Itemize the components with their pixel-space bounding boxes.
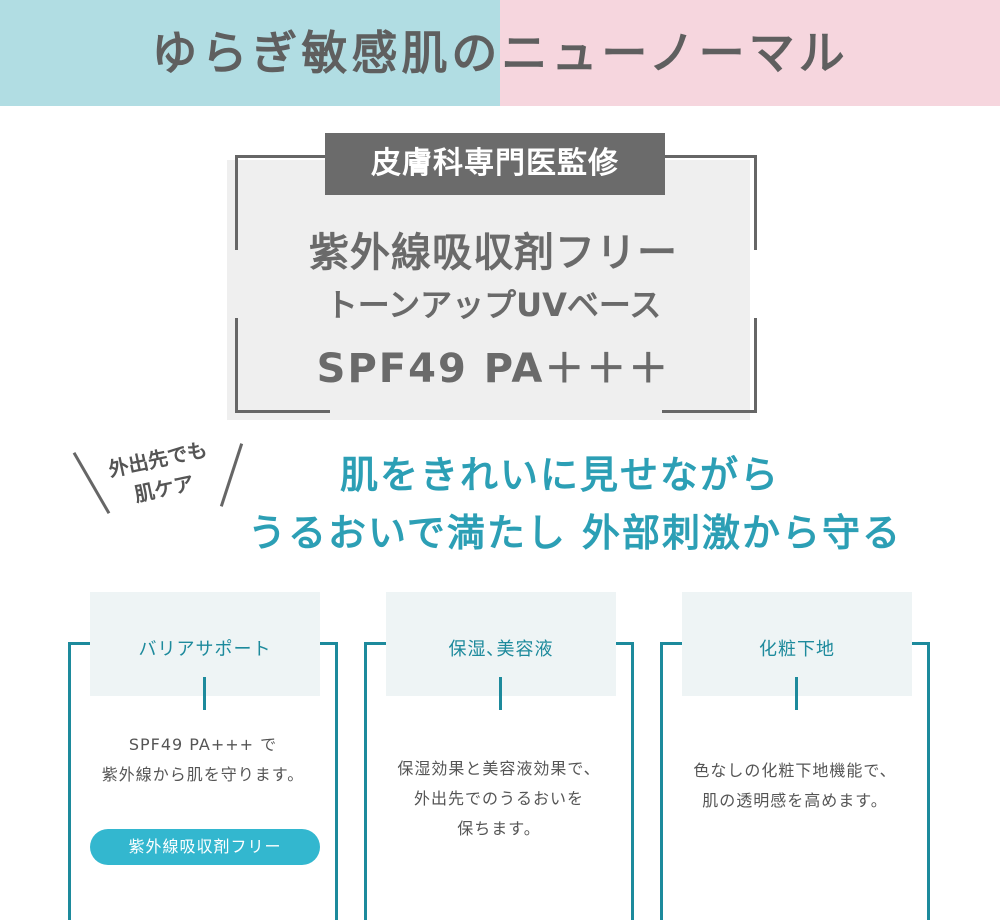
spec-uv-absorber-free: 紫外線吸収剤フリー — [309, 230, 678, 276]
feature-card-makeup-base: 化粧下地 色なしの化粧下地機能で、 肌の透明感を高めます。 — [660, 592, 930, 920]
spec-frame-corner-tl — [235, 155, 330, 250]
card-connector-line — [203, 677, 206, 710]
card-description: SPF49 PA+++ で 紫外線から肌を守ります。 — [78, 730, 328, 790]
card-connector-line — [499, 677, 502, 710]
card-desc-line3: 保ちます。 — [457, 819, 541, 838]
spec-frame-corner-bl — [235, 318, 330, 413]
card-desc-line2: 紫外線から肌を守ります。 — [101, 765, 305, 784]
feature-card-moisture: 保湿､美容液 保湿効果と美容液効果で、 外出先でのうるおいを 保ちます。 — [364, 592, 634, 920]
card-desc-line1: 色なしの化粧下地機能で、 — [693, 761, 897, 780]
header-title: ゆらぎ敏感肌のニューノーマル — [151, 26, 849, 80]
spec-frame-corner-br — [662, 318, 757, 413]
card-desc-line2: 外出先でのうるおいを — [413, 789, 584, 808]
card-desc-line1: 保湿効果と美容液効果で、 — [397, 759, 601, 778]
supervision-badge: 皮膚科専門医監修 — [325, 133, 665, 195]
card-label: 化粧下地 — [759, 639, 835, 660]
card-description: 色なしの化粧下地機能で、 肌の透明感を高めます。 — [670, 756, 920, 816]
spec-product-type: トーンアップUVベース — [325, 286, 662, 324]
headline: 肌をきれいに見せながら うるおいで満たし 外部刺激から守る — [150, 446, 1000, 562]
header-banner: ゆらぎ敏感肌のニューノーマル — [0, 0, 1000, 106]
header-blue-panel — [0, 0, 500, 106]
headline-line2: うるおいで満たし 外部刺激から守る — [247, 511, 903, 555]
card-connector-line — [795, 677, 798, 710]
card-label: バリアサポート — [138, 639, 272, 660]
uv-absorber-free-pill: 紫外線吸収剤フリー — [90, 829, 320, 865]
header-pink-panel — [500, 0, 1000, 106]
card-desc-line2: 肌の透明感を高めます。 — [702, 791, 888, 810]
card-label: 保湿､美容液 — [448, 639, 554, 660]
card-desc-line1: SPF49 PA+++ で — [128, 735, 278, 754]
headline-line1: 肌をきれいに見せながら — [339, 453, 780, 497]
spec-frame-corner-tr — [662, 155, 757, 250]
spec-spf-pa: SPF49 PA＋＋＋ — [316, 346, 671, 392]
card-description: 保湿効果と美容液効果で、 外出先でのうるおいを 保ちます。 — [374, 754, 624, 844]
feature-card-barrier: バリアサポート SPF49 PA+++ で 紫外線から肌を守ります。 紫外線吸収… — [68, 592, 338, 920]
spec-box — [227, 160, 750, 420]
